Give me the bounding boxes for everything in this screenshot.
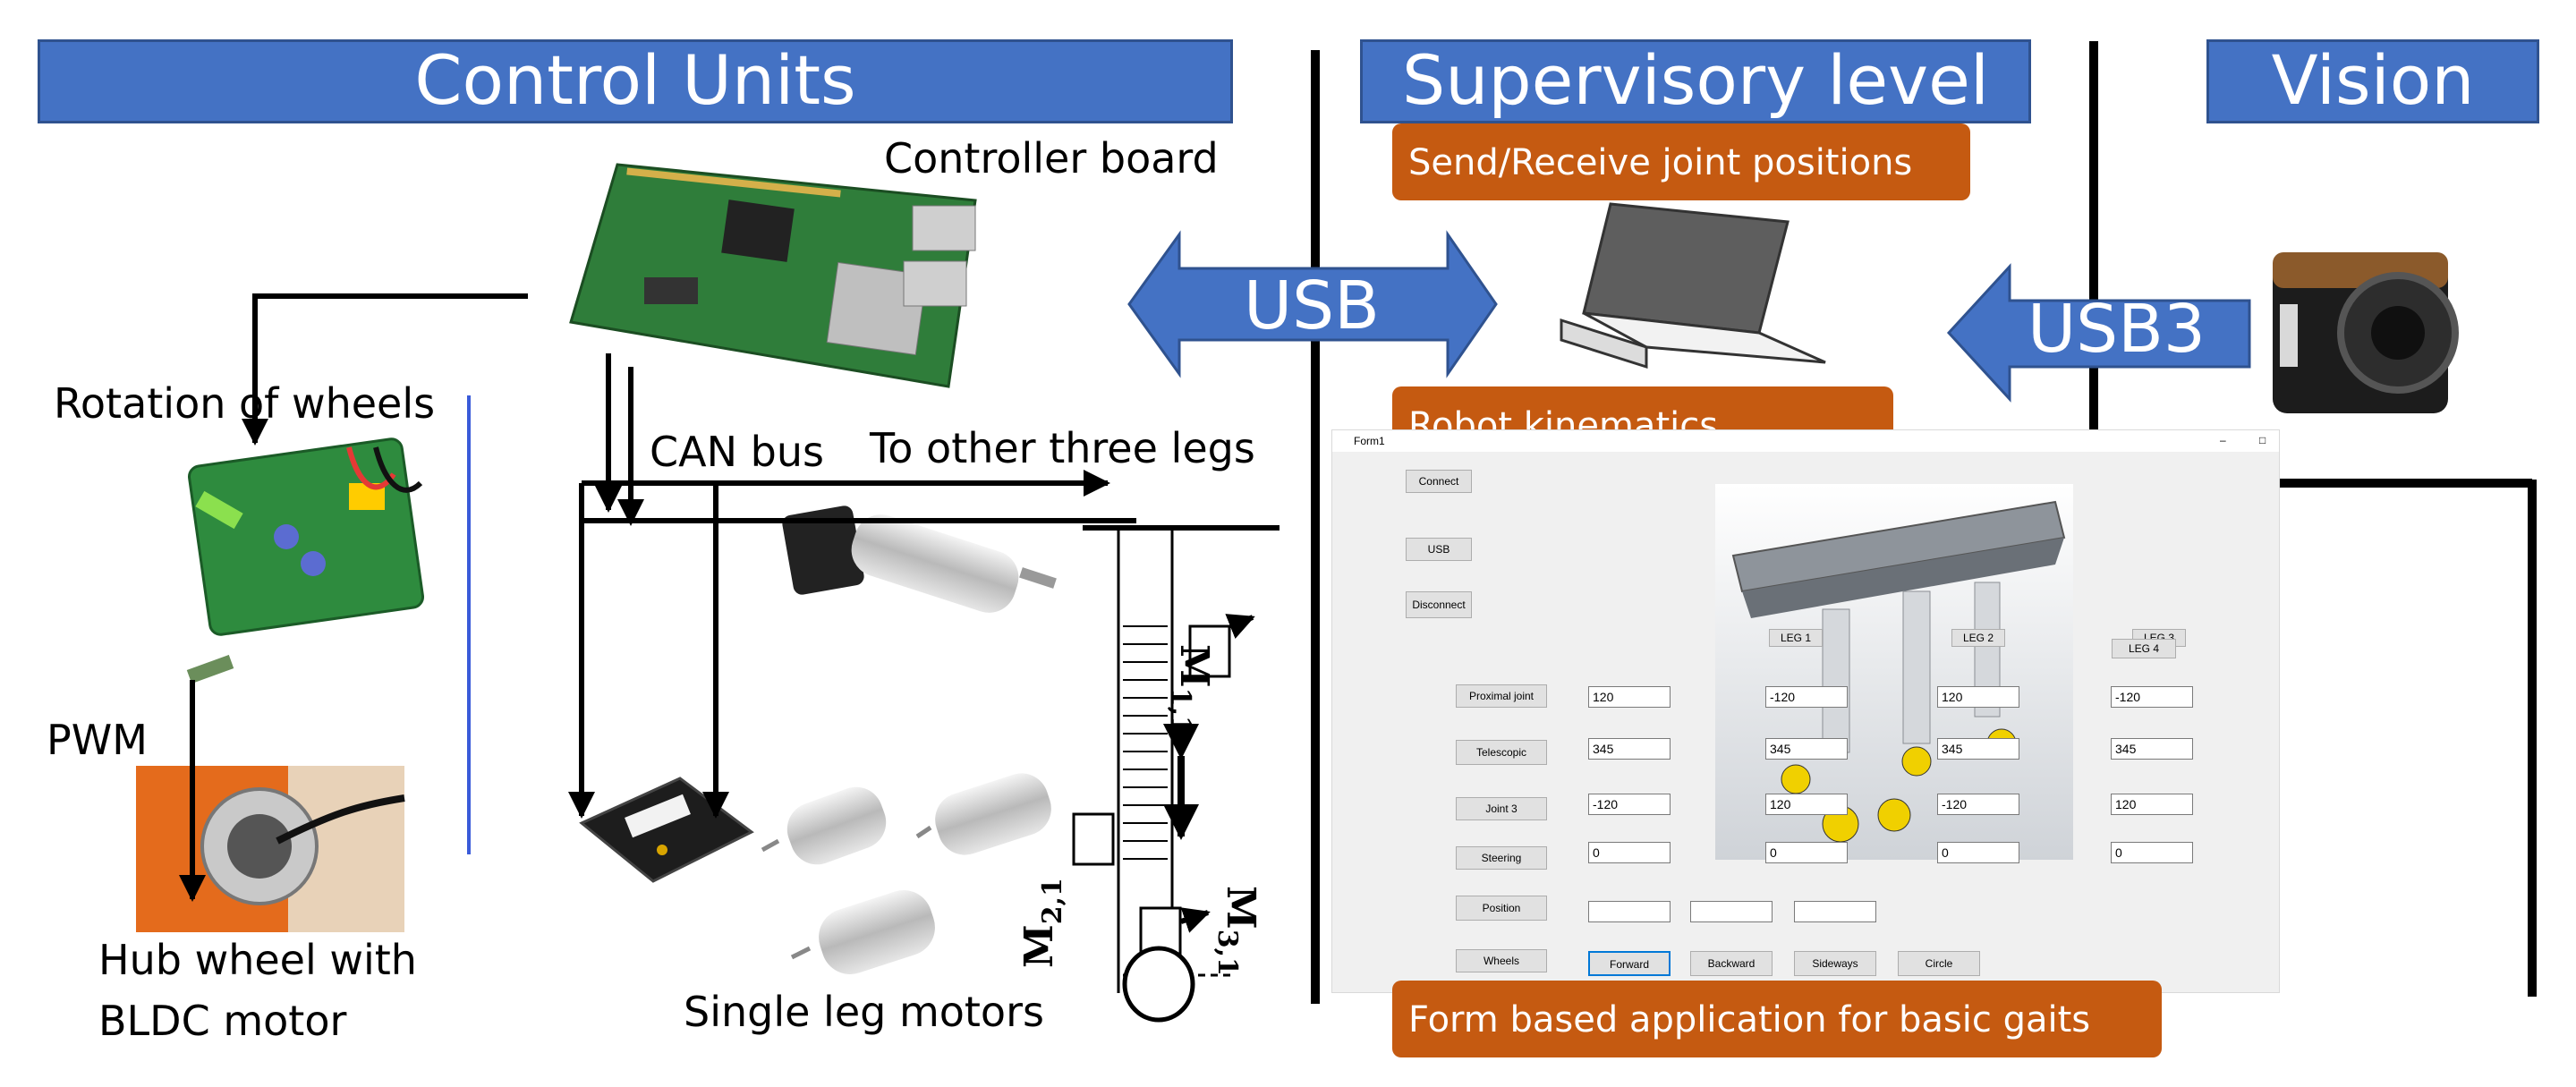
leg3-telescopic-input[interactable]: 345 [1937, 738, 2019, 760]
position-input-1[interactable] [1588, 901, 1671, 922]
leg3-joint3-input[interactable]: -120 [1937, 794, 2019, 815]
motor-m31-sub: 3,1 [1211, 929, 1244, 976]
leg4-header-label: LEG 4 [2112, 639, 2176, 658]
leg2-steering-input[interactable]: 0 [1765, 842, 1848, 863]
position-label: Position [1456, 896, 1547, 921]
leg4-steering-input[interactable]: 0 [2111, 842, 2193, 863]
leg-schematic [1072, 525, 1279, 1023]
supervisory-level-banner: Supervisory level [1360, 39, 2031, 123]
laptop-image [1560, 202, 1826, 369]
wheels-label: Wheels [1456, 949, 1547, 972]
pwm-label: PWM [47, 716, 148, 764]
leg4-proximal-input[interactable]: -120 [2111, 686, 2193, 708]
geared-motor-image [746, 488, 1057, 667]
gait-form-window: Form1 – □ Connect USB Disconnect LEG 1 L… [1331, 429, 2280, 993]
usb3-arrow [1946, 263, 2251, 403]
hub-wheel-label-line1: Hub wheel with [98, 936, 417, 984]
leg4-telescopic-input[interactable]: 345 [2111, 738, 2193, 760]
motor-m31-label: M3,1 [1211, 886, 1263, 976]
vision-title: Vision [2271, 40, 2475, 120]
joint3-label: Joint 3 [1456, 797, 1547, 820]
motor-m21-main: M [1016, 924, 1062, 968]
proximal-joint-label: Proximal joint [1456, 684, 1547, 708]
control-units-banner: Control Units [38, 39, 1233, 123]
usb-button[interactable]: USB [1406, 538, 1472, 561]
forward-button[interactable]: Forward [1588, 951, 1671, 976]
leg2-header: LEG 2 [1951, 629, 2005, 647]
form-title: Form1 [1354, 435, 1385, 447]
send-receive-callout: Send/Receive joint positions [1392, 123, 1970, 200]
connect-button[interactable]: Connect [1406, 470, 1472, 493]
sideways-button[interactable]: Sideways [1794, 951, 1876, 976]
leg1-header: LEG 1 [1769, 629, 1823, 647]
form-maximize-button[interactable]: □ [2259, 434, 2266, 446]
vision-banner: Vision [2206, 39, 2539, 123]
disconnect-button[interactable]: Disconnect [1406, 591, 1472, 618]
motor-m31-main: M [1218, 886, 1263, 930]
supervisory-level-title: Supervisory level [1402, 40, 1989, 120]
motor-driver-image [579, 777, 754, 883]
motor-m21-label: M2,1 [1016, 878, 1068, 968]
leg1-joint3-input[interactable]: -120 [1588, 794, 1671, 815]
connection-arrows [179, 293, 1136, 902]
position-input-3[interactable] [1794, 901, 1876, 922]
circle-button[interactable]: Circle [1898, 951, 1980, 976]
motor-m11-label: M1,1 [1165, 644, 1217, 735]
controller-board-image [569, 163, 977, 388]
camera-image [2273, 252, 2459, 413]
leg1-telescopic-input[interactable]: 345 [1588, 738, 1671, 760]
usb-double-arrow [1127, 230, 1498, 378]
usb3-label: USB3 [2028, 291, 2206, 368]
to-other-legs-label: To other three legs [870, 424, 1255, 472]
controller-board-label: Controller board [884, 134, 1219, 183]
steering-label: Steering [1456, 846, 1547, 870]
dc-motors-image [761, 773, 1051, 974]
motor-m11-sub: 1,1 [1165, 687, 1197, 735]
position-input-2[interactable] [1690, 901, 1773, 922]
usb-label: USB [1244, 268, 1380, 344]
leg3-proximal-input[interactable]: 120 [1937, 686, 2019, 708]
esc-board-image [186, 437, 425, 684]
form-titlebar [1332, 430, 2279, 452]
rotation-of-wheels-label: Rotation of wheels [54, 379, 436, 428]
form-app-callout: Form based application for basic gaits [1392, 981, 2162, 1057]
single-leg-motors-label: Single leg motors [684, 988, 1044, 1036]
leg2-proximal-input[interactable]: -120 [1765, 686, 1848, 708]
motor-m21-sub: 2,1 [1036, 878, 1068, 925]
motor-m11-main: M [1171, 644, 1217, 688]
leg2-telescopic-input[interactable]: 345 [1765, 738, 1848, 760]
leg1-proximal-input[interactable]: 120 [1588, 686, 1671, 708]
leg1-steering-input[interactable]: 0 [1588, 842, 1671, 863]
hub-wheel-label-line2: BLDC motor [98, 997, 347, 1045]
backward-button[interactable]: Backward [1690, 951, 1773, 976]
leg4-joint3-input[interactable]: 120 [2111, 794, 2193, 815]
leg3-steering-input[interactable]: 0 [1937, 842, 2019, 863]
hub-wheel-image [136, 766, 405, 932]
telescopic-label: Telescopic [1456, 740, 1547, 765]
control-units-title: Control Units [414, 40, 856, 120]
leg2-joint3-input[interactable]: 120 [1765, 794, 1848, 815]
can-bus-label: CAN bus [650, 428, 824, 476]
form-minimize-button[interactable]: – [2220, 434, 2226, 446]
